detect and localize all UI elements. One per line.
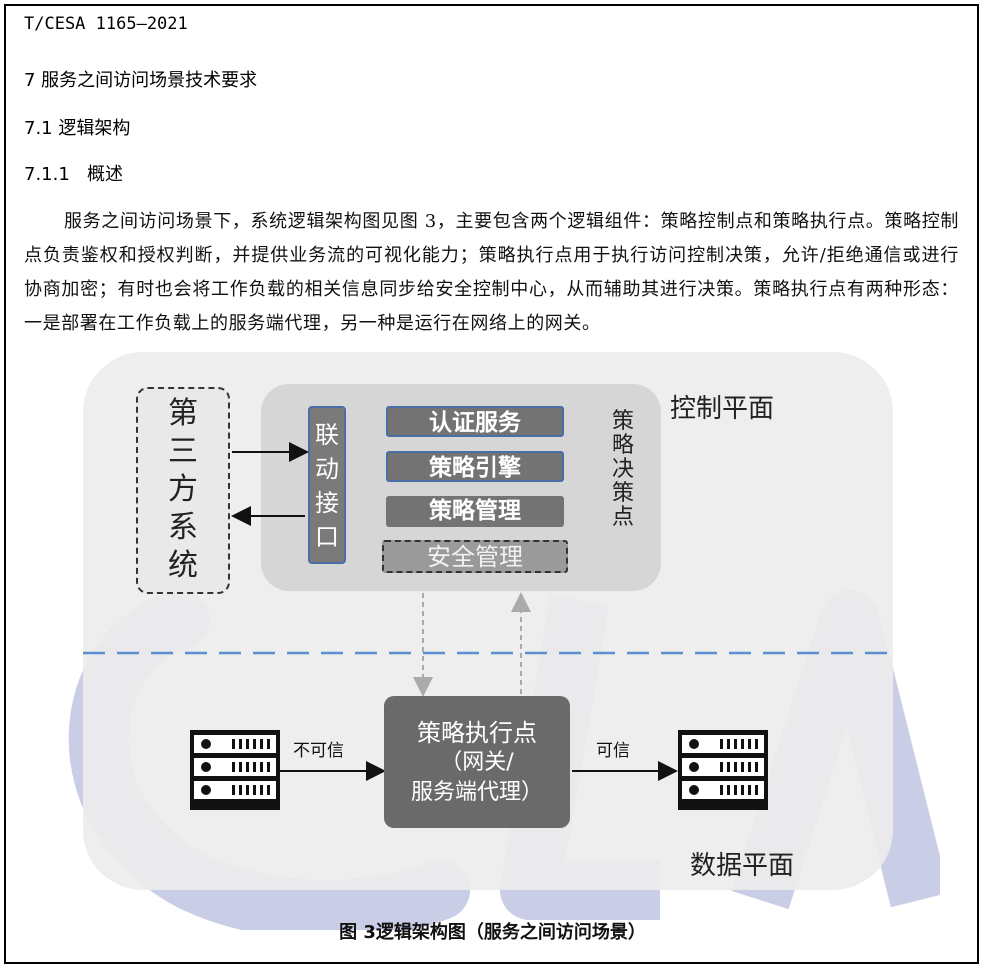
third-party-system-box — [136, 387, 230, 594]
third-party-system-text: 第三方系统 — [168, 396, 198, 583]
pep-line-2: （网关/ — [440, 750, 514, 775]
decision-point-label: 策略决策点 — [606, 410, 640, 530]
page-frame — [4, 4, 979, 964]
section-heading-7-1: 7.1 逻辑架构 — [24, 118, 131, 139]
module-security-management: 安全管理 — [382, 540, 568, 573]
policy-enforcement-point-label: 策略执行点 （网关/ 服务端代理） — [384, 718, 570, 808]
module-auth-service: 认证服务 — [386, 406, 564, 437]
linkage-interface-text: 联动接口 — [315, 421, 339, 551]
section-heading-7: 7 服务之间访问场景技术要求 — [24, 70, 258, 91]
module-policy-management: 策略管理 — [386, 496, 564, 527]
control-plane-label: 控制平面 — [670, 394, 775, 424]
third-party-system-label: 第三方系统 — [136, 395, 230, 585]
decision-point-text: 策略决策点 — [612, 409, 635, 530]
figure-caption: 图 3逻辑架构图（服务之间访问场景） — [339, 922, 646, 943]
untrusted-label: 不可信 — [293, 741, 344, 761]
data-plane-label: 数据平面 — [690, 851, 795, 881]
document-id: T/CESA 1165—2021 — [24, 14, 188, 34]
linkage-interface-label: 联动接口 — [308, 418, 346, 554]
pep-line-1: 策略执行点 — [417, 719, 537, 747]
overview-paragraph: 服务之间访问场景下，系统逻辑架构图见图 3，主要包含两个逻辑组件：策略控制点和策… — [24, 211, 959, 334]
trusted-label: 可信 — [596, 741, 630, 761]
linkage-interface-box — [308, 406, 346, 564]
server-icon — [678, 730, 768, 810]
module-policy-engine: 策略引擎 — [386, 451, 564, 482]
section-heading-7-1-1: 7.1.1 概述 — [24, 164, 123, 185]
pep-line-3: 服务端代理） — [410, 780, 543, 805]
server-icon — [190, 730, 280, 810]
policy-enforcement-point-box — [384, 696, 570, 828]
